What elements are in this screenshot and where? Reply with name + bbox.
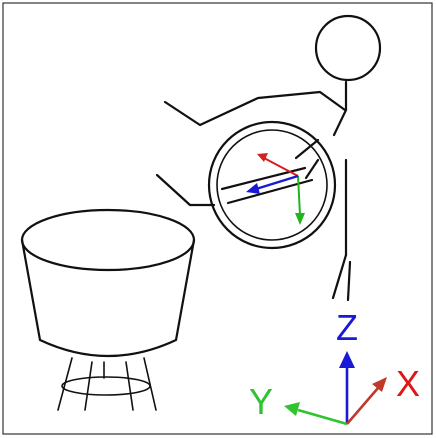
- inset-y-axis-arrow: [297, 175, 301, 216]
- inset-tool-tip-lower: [304, 158, 320, 180]
- inset-y-axis-head: [295, 213, 305, 225]
- stand-leg-1: [57, 357, 73, 411]
- inset-frame-axes: [246, 153, 305, 225]
- y-axis-head: [284, 402, 300, 416]
- pot-body: [20, 238, 196, 358]
- z-axis-head: [339, 351, 355, 368]
- x-axis-arrow: [346, 387, 379, 425]
- pot-rim: [20, 208, 196, 272]
- figure-leg-right: [346, 260, 352, 302]
- inset-inner-ring: [216, 129, 328, 241]
- world-axes: Z Y X: [249, 307, 420, 426]
- inset-x-axis-head: [257, 153, 268, 162]
- figure-arm-lower: [155, 173, 216, 207]
- figure-spine-top: [332, 108, 348, 137]
- stick-figure: [155, 14, 382, 302]
- inset-tool-tip-upper: [294, 138, 320, 160]
- inset-outer-ring: [207, 120, 337, 250]
- z-axis-label: Z: [336, 307, 358, 348]
- x-axis-label: X: [396, 363, 420, 404]
- pot-stand: [57, 357, 157, 411]
- zoom-inset: [207, 120, 337, 250]
- stand-leg-3: [125, 361, 134, 411]
- figure-arm-upper: [163, 90, 347, 127]
- stand-ring: [61, 376, 151, 396]
- inset-x-axis-arrow: [263, 157, 299, 177]
- y-axis-label: Y: [249, 381, 273, 422]
- figure-leg-left: [331, 253, 348, 300]
- inset-z-axis-arrow: [255, 174, 299, 191]
- pot-on-stand: [20, 208, 196, 411]
- stand-leg-2: [84, 361, 93, 411]
- inset-z-axis-head: [246, 183, 260, 194]
- y-axis-arrow: [297, 408, 348, 426]
- figure-head: [314, 14, 382, 82]
- frame-border: [2, 2, 433, 435]
- x-axis-head: [372, 377, 387, 392]
